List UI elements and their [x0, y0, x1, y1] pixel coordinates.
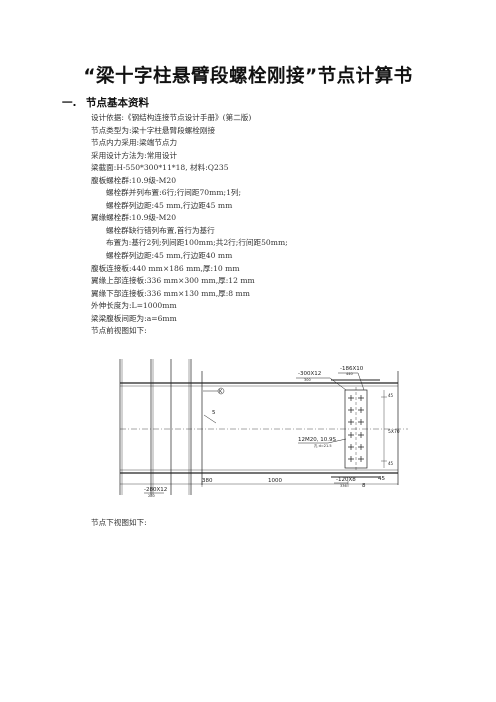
- top-left-plate-sub: 300: [304, 378, 311, 382]
- info-line: 翼缘螺栓群:10.9级-M20: [91, 213, 177, 223]
- info-line: 螺栓群列边距:45 mm,行边距40 mm: [106, 251, 233, 261]
- bottom-right-dim: 45: [378, 476, 385, 482]
- dim-1000-label: 1000: [268, 478, 282, 484]
- document-title: “梁十字柱悬臂段螺栓刚接”节点计算书: [83, 66, 413, 87]
- right-dim-mid: 5X70: [388, 429, 400, 435]
- info-line: 翼缘上部连接板:336 mm×300 mm,厚:12 mm: [91, 276, 255, 286]
- bolt-note-label: 12M20, 10.9S: [298, 437, 336, 443]
- info-line: 外伸长度为:L=1000mm: [91, 301, 177, 311]
- bolt-group: [348, 395, 364, 462]
- info-line: 布置为:基行2列;列间距100mm;共2行;行间距50mm;: [106, 238, 288, 248]
- info-line: 螺栓群缺行错列布置,首行为基行: [106, 225, 215, 235]
- bottom-plate-label: -120X8: [336, 477, 356, 483]
- right-dim-bottom: 45: [388, 461, 394, 466]
- bottom-left-plate-label: -280X12: [144, 487, 167, 493]
- info-line: 节点内力采用:梁端节点力: [91, 138, 178, 148]
- section-title: 节点基本资料: [86, 97, 149, 109]
- info-line: 节点前视图如下:: [91, 326, 147, 336]
- right-dim-top: 45: [388, 393, 394, 398]
- section-mark-label: 5: [212, 410, 216, 416]
- info-line: 采用设计方法为:常用设计: [91, 150, 178, 160]
- info-line: 节点类型为:梁十字柱悬臂段螺栓刚接: [91, 125, 216, 135]
- section-heading: 一. 节点基本资料: [62, 95, 149, 110]
- info-line: 螺栓群列边距:45 mm,行边距45 mm: [106, 200, 233, 210]
- info-line: 螺栓群并列布置:6行;行间距70mm;1列;: [106, 188, 242, 198]
- info-line: 腹板螺栓群:10.9级-M20: [91, 175, 177, 185]
- info-list: 设计依据:《钢结构连接节点设计手册》(第二版) 节点类型为:梁十字柱悬臂段螺栓刚…: [91, 112, 491, 338]
- section-number: 一.: [62, 97, 77, 109]
- front-view-svg: -300X12 300 -186X10 440 K 5 12M20, 10.9S…: [119, 359, 408, 498]
- info-line: 设计依据:《钢结构连接节点设计手册》(第二版): [91, 113, 252, 122]
- bolt-note-sub: 孔 d=21.5: [314, 443, 332, 448]
- weld-marker: K: [219, 389, 223, 395]
- bottom-plate-sub: 336: [340, 484, 347, 488]
- info-line: 梁截面:H-550*300*11*18, 材料:Q235: [91, 163, 229, 173]
- info-line: 翼缘下部连接板:336 mm×130 mm,厚:8 mm: [91, 288, 250, 298]
- top-right-plate-sub: 440: [346, 372, 353, 376]
- top-right-plate-label: -186X10: [340, 366, 364, 372]
- bottom-view-caption: 节点下视图如下:: [91, 518, 147, 527]
- top-left-plate-label: -300X12: [298, 371, 321, 377]
- bottom-right-num: 8: [362, 483, 366, 489]
- front-view-drawing: -300X12 300 -186X10 440 K 5 12M20, 10.9S…: [118, 357, 418, 503]
- info-line: 梁梁腹板间距为:a=6mm: [91, 313, 177, 323]
- dim-380-label: 380: [202, 478, 213, 484]
- bottom-left-plate-sub: 280: [148, 494, 155, 498]
- info-line: 腹板连接板:440 mm×186 mm,厚:10 mm: [91, 263, 240, 273]
